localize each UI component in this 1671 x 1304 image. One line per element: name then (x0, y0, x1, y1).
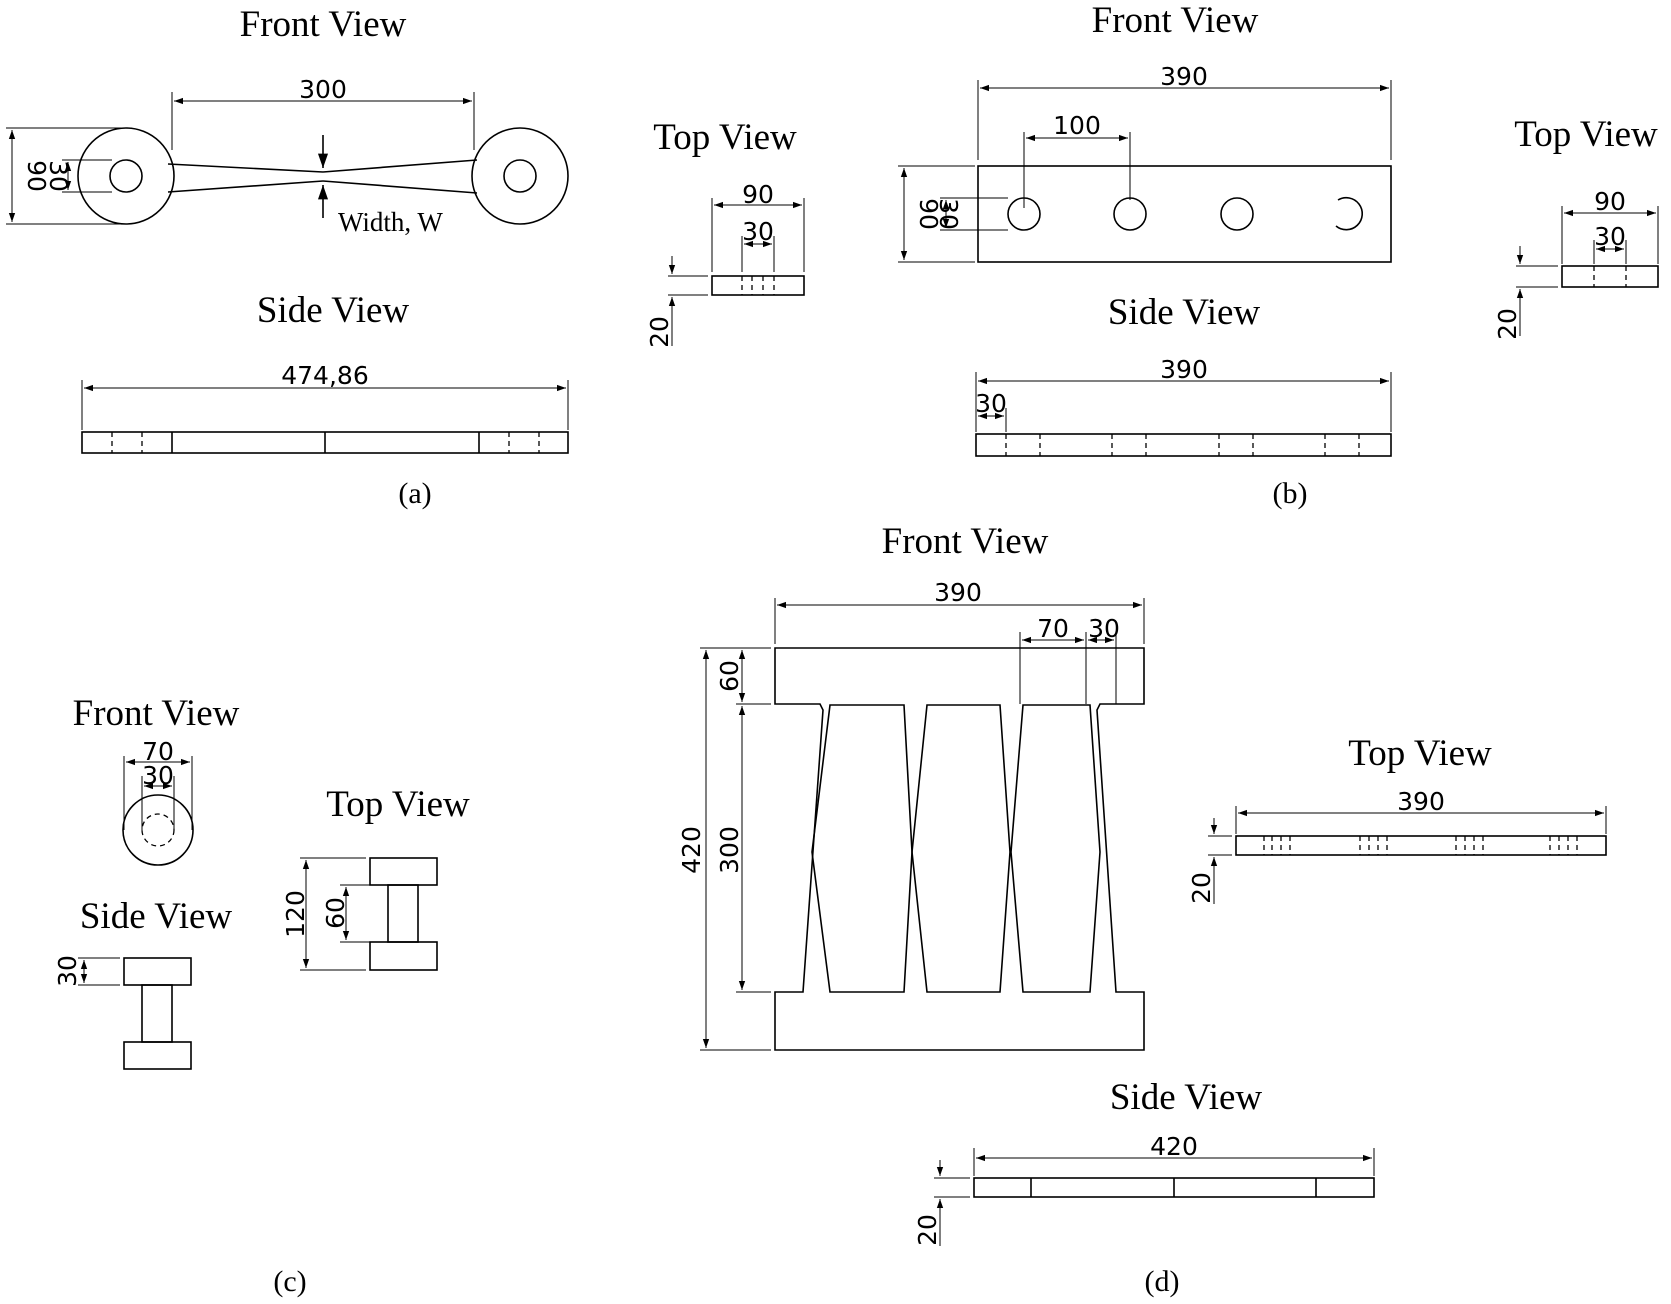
top-view-bottom-flange (369, 941, 438, 971)
front-view-plate (977, 165, 1392, 263)
panel-a-front-view-drawing: 300 90 30 Width, W (6, 75, 569, 237)
left-lug-hole (109, 159, 143, 193)
panel-d-side-view-title: Side View (1110, 1077, 1263, 1118)
panel-b: Front View 390 100 90 30 Side View (898, 0, 1659, 510)
left-lug-outline (77, 127, 175, 225)
dim-height-90: 90 (914, 198, 943, 230)
caption-b: (b) (1273, 477, 1308, 510)
dim-height-90: 90 (22, 160, 51, 192)
dim-length-390: 390 (1160, 355, 1208, 384)
top-view-bar (1561, 265, 1659, 288)
panel-c-side-view-drawing: 30 (53, 955, 192, 1070)
panel-c-top-view-drawing: 120 60 (281, 857, 438, 971)
dim-length-420: 420 (1150, 1132, 1198, 1161)
panel-d-side-view-drawing: 420 20 (913, 1132, 1375, 1246)
dim-width-90: 90 (742, 180, 774, 209)
front-view-opening (1010, 704, 1101, 993)
dim-spacing-70: 70 (1037, 614, 1069, 643)
caption-c: (c) (273, 1265, 306, 1298)
front-view-opening (911, 704, 1011, 993)
plate-hole (1007, 197, 1041, 231)
side-view-bottom-flange (123, 1041, 192, 1070)
upper-taper-left (167, 163, 324, 173)
front-view-outer-circle (122, 794, 194, 866)
dim-hole-30: 30 (1594, 222, 1626, 251)
dim-inner-30: 30 (142, 761, 174, 790)
panel-c-top-view-title: Top View (326, 784, 470, 825)
right-lug-outline (471, 127, 569, 225)
dim-hole-30: 30 (44, 160, 73, 192)
lower-taper-left (167, 180, 324, 193)
front-view-frame-outline (774, 647, 1145, 1051)
dim-inner-300: 300 (715, 826, 744, 874)
plate-hole (1113, 197, 1147, 231)
dim-length-390: 390 (1160, 62, 1208, 91)
dim-outer-70: 70 (142, 737, 174, 766)
dim-hole-30: 30 (1088, 614, 1120, 643)
top-view-top-flange (369, 857, 438, 886)
right-lug-hole (503, 159, 537, 193)
panel-b-top-view-drawing: 90 30 20 (1493, 187, 1659, 340)
panel-a-front-view-title: Front View (240, 4, 407, 45)
width-label: Width, W (338, 207, 443, 237)
dim-inner-60: 60 (321, 897, 350, 929)
upper-taper-right (322, 159, 478, 173)
top-view-web (387, 884, 419, 943)
dim-thickness-20: 20 (1187, 872, 1216, 904)
dim-flange-60: 60 (715, 660, 744, 692)
front-view-opening (811, 704, 913, 993)
panel-a: Front View 300 90 30 (6, 4, 805, 510)
dim-total-120: 120 (281, 890, 310, 938)
front-view-hidden-circle (141, 813, 175, 847)
dim-spacing-100: 100 (1053, 111, 1101, 140)
panel-a-top-view-drawing: 90 30 20 (645, 180, 805, 348)
dim-thickness-20: 20 (645, 316, 674, 348)
panel-d-front-view-title: Front View (882, 521, 1049, 562)
dim-length-300: 300 (299, 75, 347, 104)
lower-taper-right (322, 180, 478, 194)
dim-thickness-20: 20 (913, 1214, 942, 1246)
dim-length-390: 390 (1397, 787, 1445, 816)
panel-b-side-view-drawing: 390 30 (975, 355, 1392, 457)
dim-length-390: 390 (934, 578, 982, 607)
dim-thickness-20: 20 (1493, 308, 1522, 340)
panel-d-top-view-title: Top View (1348, 733, 1492, 774)
dim-width-90: 90 (1594, 187, 1626, 216)
panel-b-front-view-title: Front View (1092, 0, 1259, 41)
dim-flange-30: 30 (53, 955, 82, 987)
dim-offset-30: 30 (975, 389, 1007, 418)
side-view-bar (975, 433, 1392, 457)
plate-hole (1335, 196, 1363, 231)
dim-total-420: 420 (677, 826, 706, 874)
panel-d-top-view-drawing: 390 (1187, 787, 1607, 904)
dim-length-474-86: 474,86 (281, 361, 368, 390)
panel-d: Front View 390 70 30 420 60 (677, 521, 1607, 1298)
dim-hole-30: 30 (934, 198, 963, 230)
caption-d: (d) (1145, 1265, 1180, 1298)
panel-b-side-view-title: Side View (1108, 292, 1261, 333)
panel-a-side-view-title: Side View (257, 290, 410, 331)
panel-d-front-view-drawing: 390 70 30 420 60 300 (677, 578, 1145, 1051)
panel-b-front-view-drawing: 390 100 90 30 (898, 62, 1392, 263)
caption-a: (a) (398, 477, 431, 510)
top-view-hidden-lines (1263, 836, 1578, 855)
panel-c-side-view-title: Side View (80, 896, 233, 937)
plate-hole (1220, 197, 1254, 231)
side-view-top-flange (123, 957, 192, 986)
panel-c-front-view-drawing: 70 30 (122, 737, 194, 866)
side-view-web (141, 984, 173, 1043)
panel-a-side-view-drawing: 474,86 (81, 361, 569, 454)
panel-c: Front View 70 30 Side View 30 Top View (53, 693, 470, 1298)
panel-b-top-view-title: Top View (1514, 114, 1658, 155)
top-view-bar (711, 275, 805, 296)
panel-c-front-view-title: Front View (73, 693, 240, 734)
panel-a-top-view-title: Top View (653, 117, 797, 158)
top-view-bar (1235, 835, 1607, 856)
dim-hole-30: 30 (742, 217, 774, 246)
